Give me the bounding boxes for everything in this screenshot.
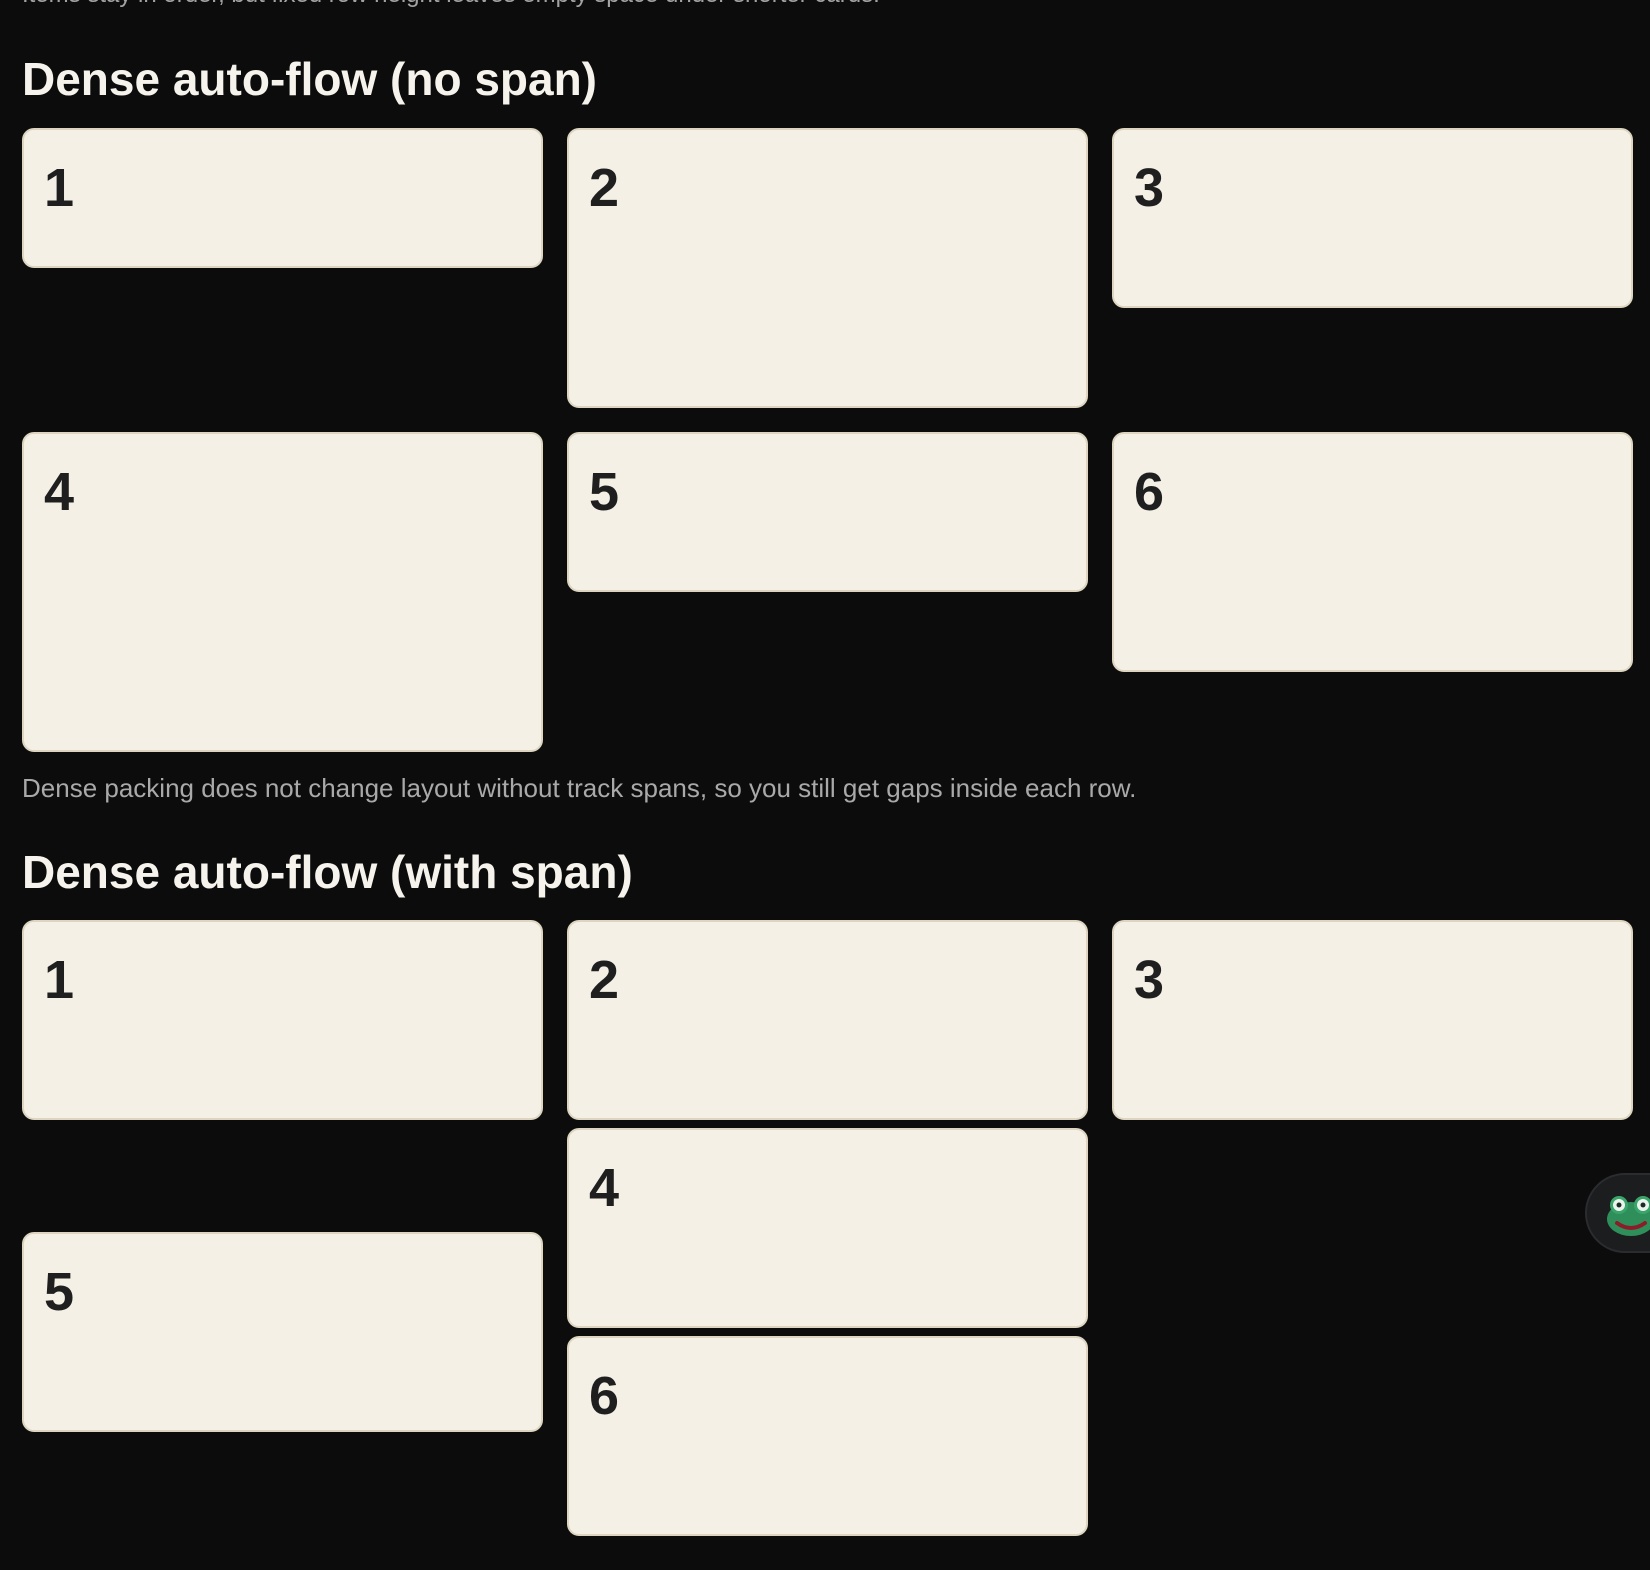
frog-mascot-icon — [1607, 1196, 1650, 1236]
card-number: 6 — [589, 1366, 620, 1426]
card-number: 3 — [1134, 950, 1165, 1010]
grid-card: 6 — [567, 1336, 1088, 1536]
grid-card: 4 — [22, 432, 543, 752]
card-number: 6 — [1134, 462, 1165, 522]
card-number: 4 — [589, 1158, 620, 1218]
card-number: 1 — [44, 950, 75, 1010]
section-title-no-span: Dense auto-flow (no span) — [22, 53, 597, 105]
card-number: 2 — [589, 950, 620, 1010]
grid-card: 1 — [22, 920, 543, 1120]
grid-card: 2 — [567, 128, 1088, 408]
card-number: 5 — [589, 462, 620, 522]
grid-card: 1 — [22, 128, 543, 268]
grid-card: 6 — [1112, 432, 1633, 672]
floating-assistant-button[interactable] — [1585, 1173, 1650, 1253]
grid-card: 5 — [22, 1232, 543, 1432]
card-number: 4 — [44, 462, 75, 522]
grid-card: 4 — [567, 1128, 1088, 1328]
card-number: 1 — [44, 158, 75, 218]
grid-card: 2 — [567, 920, 1088, 1120]
card-number: 2 — [589, 158, 620, 218]
grid-card: 3 — [1112, 128, 1633, 308]
section-caption-no-span: Dense packing does not change layout wit… — [22, 773, 1137, 803]
card-number: 3 — [1134, 158, 1165, 218]
card-number: 5 — [44, 1262, 75, 1322]
top-caption: Items stay in order, but fixed row heigh… — [22, 0, 880, 10]
grid-card: 5 — [567, 432, 1088, 592]
section-title-with-span: Dense auto-flow (with span) — [22, 846, 633, 898]
grid-card: 3 — [1112, 920, 1633, 1120]
